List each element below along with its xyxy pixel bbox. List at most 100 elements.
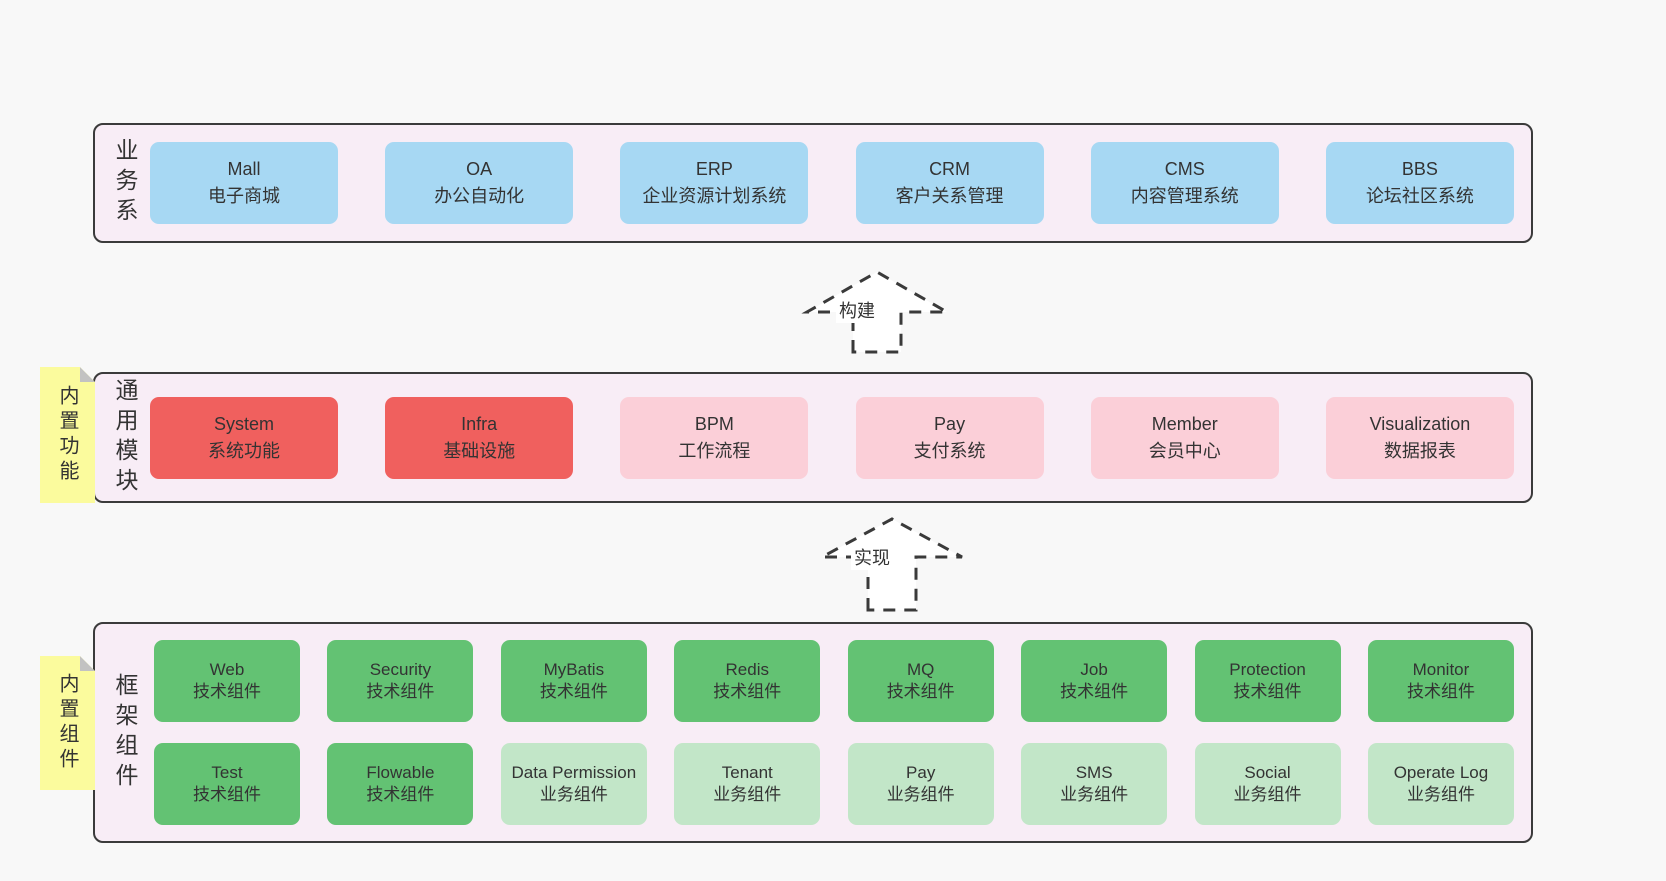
box-en-label: Mall — [227, 159, 261, 179]
box-en-label: Infra — [461, 413, 498, 434]
layer-common-modules: 通用模块 System 系统功能 Infra 基础设施 BPM 工作流程 Pay… — [93, 372, 1533, 503]
box-zh-label: 技术组件 — [713, 682, 782, 701]
box-bbs: BBS 论坛社区系统 — [1325, 142, 1514, 224]
note-built-in-features: 内置功能 — [40, 367, 95, 503]
box-zh-label: 基础设施 — [443, 440, 516, 461]
box-en-label: ERP — [695, 159, 733, 179]
box-zh-label: 技术组件 — [539, 682, 608, 701]
box-data-permission: Data Permission 业务组件 — [500, 743, 647, 825]
box-en-label: Flowable — [366, 762, 435, 782]
box-tenant: Tenant 业务组件 — [674, 743, 821, 825]
note-built-in-components: 内置组件 — [40, 656, 95, 790]
box-en-label: Web — [209, 659, 245, 679]
arrow-implement-label: 实现 — [851, 546, 893, 571]
box-zh-label: 业务组件 — [1406, 785, 1475, 804]
box-social: Social 业务组件 — [1194, 743, 1341, 825]
box-zh-label: 电子商城 — [208, 186, 280, 206]
box-web: Web 技术组件 — [154, 640, 300, 722]
box-zh-label: 办公自动化 — [434, 186, 525, 206]
box-zh-label: 企业资源计划系统 — [642, 186, 787, 206]
note-built-in-components-label: 内置组件 — [56, 673, 78, 773]
box-zh-label: 技术组件 — [366, 785, 435, 804]
box-en-label: BBS — [1401, 159, 1438, 179]
box-en-label: Pay — [934, 413, 966, 434]
box-zh-label: 工作流程 — [678, 440, 751, 461]
box-zh-label: 业务组件 — [886, 785, 955, 804]
box-crm: CRM 客户关系管理 — [855, 142, 1044, 224]
box-mq: MQ 技术组件 — [847, 640, 994, 722]
box-zh-label: 业务组件 — [1233, 785, 1302, 804]
box-pay-biz: Pay 业务组件 — [847, 743, 994, 825]
box-en-label: Job — [1080, 659, 1108, 679]
components-rows: Web 技术组件 Security 技术组件 MyBatis 技术组件 Redi… — [150, 640, 1514, 825]
box-en-label: Operate Log — [1393, 762, 1489, 782]
box-en-label: Tenant — [721, 762, 773, 782]
box-zh-label: 业务组件 — [1060, 785, 1129, 804]
box-en-label: MyBatis — [543, 659, 605, 679]
box-en-label: Security — [369, 659, 432, 679]
box-en-label: Data Permission — [511, 762, 637, 782]
box-en-label: MQ — [906, 659, 935, 679]
box-zh-label: 业务组件 — [713, 785, 782, 804]
box-system: System 系统功能 — [150, 396, 338, 479]
box-sms: SMS 业务组件 — [1021, 743, 1168, 825]
box-en-label: Redis — [725, 659, 769, 679]
box-zh-label: 业务组件 — [539, 785, 608, 804]
box-redis: Redis 技术组件 — [674, 640, 821, 722]
modules-boxes-row: System 系统功能 Infra 基础设施 BPM 工作流程 Pay 支付系统… — [150, 396, 1514, 479]
box-en-label: Monitor — [1412, 659, 1470, 679]
box-zh-label: 系统功能 — [208, 440, 280, 461]
arrow-build: 构建 — [800, 266, 955, 358]
box-zh-label: 技术组件 — [366, 682, 435, 701]
box-protection: Protection 技术组件 — [1194, 640, 1341, 722]
box-en-label: Protection — [1229, 659, 1306, 679]
box-member: Member 会员中心 — [1090, 396, 1279, 479]
components-row-2: Test 技术组件 Flowable 技术组件 Data Permission … — [154, 743, 1514, 825]
box-erp: ERP 企业资源计划系统 — [620, 142, 809, 224]
box-mall: Mall 电子商城 — [150, 142, 338, 224]
box-zh-label: 技术组件 — [193, 682, 261, 701]
box-en-label: Member — [1151, 413, 1218, 434]
box-en-label: CRM — [929, 159, 971, 179]
arrow-build-label: 构建 — [836, 299, 878, 324]
arrow-implement: 实现 — [815, 513, 970, 612]
box-operate-log: Operate Log 业务组件 — [1367, 743, 1514, 825]
business-boxes-row: Mall 电子商城 OA 办公自动化 ERP 企业资源计划系统 CRM 客户关系… — [150, 142, 1514, 224]
box-en-label: System — [213, 413, 274, 434]
box-en-label: OA — [466, 159, 493, 179]
box-zh-label: 技术组件 — [193, 785, 261, 804]
box-test: Test 技术组件 — [154, 743, 300, 825]
box-en-label: Test — [211, 762, 243, 782]
note-built-in-features-label: 内置功能 — [56, 385, 78, 485]
box-zh-label: 技术组件 — [886, 682, 955, 701]
box-en-label: CMS — [1164, 159, 1205, 179]
box-zh-label: 数据报表 — [1383, 440, 1456, 461]
layer-label-framework-components: 框架组件 — [112, 672, 138, 793]
layer-business-systems: 业务系统 Mall 电子商城 OA 办公自动化 ERP 企业资源计划系统 CRM… — [93, 123, 1533, 243]
box-job: Job 技术组件 — [1021, 640, 1168, 722]
box-zh-label: 论坛社区系统 — [1365, 186, 1474, 206]
box-cms: CMS 内容管理系统 — [1090, 142, 1279, 224]
box-zh-label: 技术组件 — [1060, 682, 1129, 701]
box-oa: OA 办公自动化 — [385, 142, 574, 224]
box-zh-label: 技术组件 — [1406, 682, 1475, 701]
box-monitor: Monitor 技术组件 — [1367, 640, 1514, 722]
box-security: Security 技术组件 — [327, 640, 474, 722]
layer-framework-components: 框架组件 Web 技术组件 Security 技术组件 MyBatis 技术组件… — [93, 622, 1533, 843]
box-zh-label: 支付系统 — [913, 440, 986, 461]
box-zh-label: 内容管理系统 — [1130, 186, 1239, 206]
layer-label-common-modules: 通用模块 — [112, 377, 138, 498]
components-row-1: Web 技术组件 Security 技术组件 MyBatis 技术组件 Redi… — [154, 640, 1514, 722]
box-infra: Infra 基础设施 — [385, 396, 574, 479]
fold-corner-icon — [80, 367, 95, 382]
layer-label-business-systems: 业务系统 — [112, 138, 172, 228]
box-zh-label: 客户关系管理 — [895, 186, 1004, 206]
box-en-label: Visualization — [1369, 413, 1471, 434]
box-pay: Pay 支付系统 — [855, 396, 1044, 479]
box-zh-label: 会员中心 — [1148, 440, 1221, 461]
box-en-label: Pay — [906, 762, 936, 782]
box-mybatis: MyBatis 技术组件 — [500, 640, 647, 722]
box-en-label: SMS — [1075, 762, 1113, 782]
box-visualization: Visualization 数据报表 — [1325, 396, 1514, 479]
